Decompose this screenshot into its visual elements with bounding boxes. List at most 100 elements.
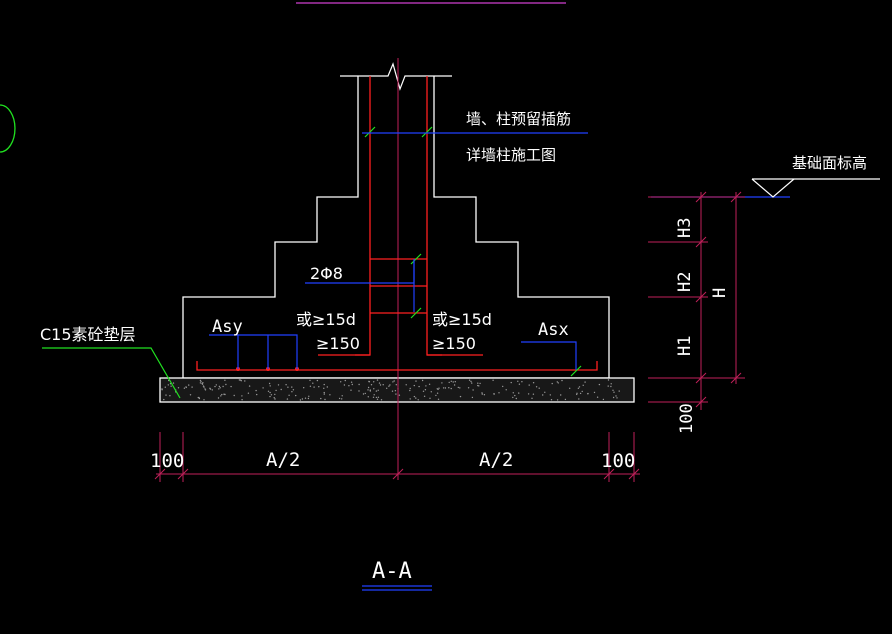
- hatch-dot: [164, 386, 166, 388]
- tick-mark: [410, 253, 422, 265]
- hatch-dot: [248, 385, 251, 387]
- hatch-dot: [269, 395, 271, 398]
- hatch-dot: [326, 386, 328, 388]
- hatch-dot: [340, 381, 342, 383]
- hatch-dot: [577, 387, 580, 389]
- tick-mark: [364, 126, 376, 138]
- hatch-dot: [323, 393, 325, 395]
- hatch-dot: [329, 394, 331, 396]
- hatch-dot: [557, 382, 559, 384]
- hatch-dot: [197, 396, 199, 399]
- hatch-dot: [288, 394, 290, 396]
- hatch-dot: [472, 389, 474, 391]
- hatch-dot: [348, 385, 350, 387]
- hatch-dot: [612, 389, 614, 391]
- hatch-dot: [241, 395, 243, 397]
- hatch-dot: [578, 386, 581, 388]
- hatch-dot: [450, 380, 452, 382]
- hatch-dot: [270, 394, 273, 396]
- hatch-dot: [386, 387, 388, 389]
- anchor-right-label-1: 或≥15d: [432, 310, 492, 329]
- hatch-dot: [373, 388, 375, 390]
- hatch-dot: [502, 385, 504, 388]
- hatch-dot: [344, 379, 346, 382]
- hatch-dot: [368, 381, 371, 383]
- hatch-dot: [405, 384, 407, 386]
- hatch-dot: [393, 380, 395, 382]
- hatch-dot: [505, 389, 507, 391]
- hatch-dot: [241, 399, 243, 401]
- hatch-dot: [375, 396, 378, 399]
- hatch-dot: [185, 386, 187, 388]
- hatch-dot: [436, 392, 439, 394]
- hatch-dot: [607, 385, 609, 387]
- hatch-dot: [512, 392, 514, 394]
- hatch-dot: [204, 389, 207, 391]
- hatch-dot: [512, 396, 514, 399]
- dim-cushion-thickness: 100: [677, 403, 697, 434]
- column-break-line: [340, 62, 452, 91]
- asy-label: Asy: [212, 317, 243, 337]
- hatch-dot: [598, 383, 601, 386]
- hatch-dot: [199, 382, 202, 384]
- hatch-dot: [556, 399, 559, 401]
- hatch-dot: [437, 398, 440, 400]
- hatch-dot: [596, 396, 599, 398]
- hatch-dot: [428, 383, 431, 385]
- hatch-dot: [209, 388, 212, 390]
- hatch-dot: [230, 385, 232, 388]
- hatch-dot: [415, 397, 417, 399]
- hatch-dot: [299, 399, 302, 401]
- hatch-dot: [376, 379, 379, 381]
- hatch-dot: [320, 397, 322, 400]
- hatch-dot: [188, 384, 190, 386]
- hatch-dot: [429, 397, 431, 399]
- hatch-dot: [169, 395, 171, 397]
- hatch-dot: [532, 393, 535, 395]
- stirrup-label: 2Φ8: [310, 264, 343, 283]
- hatch-dot: [437, 388, 439, 391]
- hatch-dot: [492, 379, 494, 381]
- hatch-dot: [544, 391, 546, 393]
- hatch-dot: [417, 399, 419, 401]
- hatch-dot: [211, 389, 213, 391]
- hatch-dot: [391, 390, 394, 392]
- hatch-dot: [438, 387, 440, 389]
- hatch-dot: [318, 386, 320, 388]
- hatch-dot: [398, 394, 401, 396]
- hatch-dot: [413, 384, 415, 387]
- hatch-dot: [220, 395, 222, 397]
- hatch-dot: [435, 394, 437, 397]
- hatch-dot: [338, 397, 341, 400]
- rebar-note-line2: 详墙柱施工图: [466, 146, 556, 164]
- hatch-dot: [364, 392, 366, 395]
- hatch-dot: [468, 379, 471, 381]
- hatch-dot: [389, 384, 391, 386]
- hatch-dot: [377, 389, 379, 391]
- hatch-dot: [517, 380, 519, 382]
- hatch-dot: [459, 395, 462, 398]
- cushion-leader: [42, 347, 181, 399]
- hatch-dot: [170, 385, 172, 387]
- hatch-dot: [301, 398, 304, 400]
- hatch-dot: [201, 383, 204, 385]
- hatch-dot: [395, 393, 397, 395]
- hatch-dot: [198, 397, 201, 400]
- hatch-dot: [467, 387, 470, 389]
- hatch-dot: [358, 383, 360, 386]
- hatch-dot: [423, 395, 426, 397]
- hatch-dot: [189, 394, 192, 396]
- hatch-dot: [376, 398, 379, 400]
- rebar-note-line1: 墙、柱预留插筋: [466, 110, 571, 128]
- hatch-dot: [618, 390, 620, 392]
- hatch-dot: [514, 394, 516, 397]
- hatch-dot: [341, 395, 343, 397]
- hatch-dot: [444, 387, 447, 389]
- hatch-dot: [183, 387, 186, 389]
- hatch-dot: [415, 380, 417, 382]
- hatch-dot: [291, 386, 293, 388]
- hatch-dot: [457, 386, 459, 389]
- hatch-dot: [542, 394, 544, 396]
- tick-mark: [421, 126, 433, 138]
